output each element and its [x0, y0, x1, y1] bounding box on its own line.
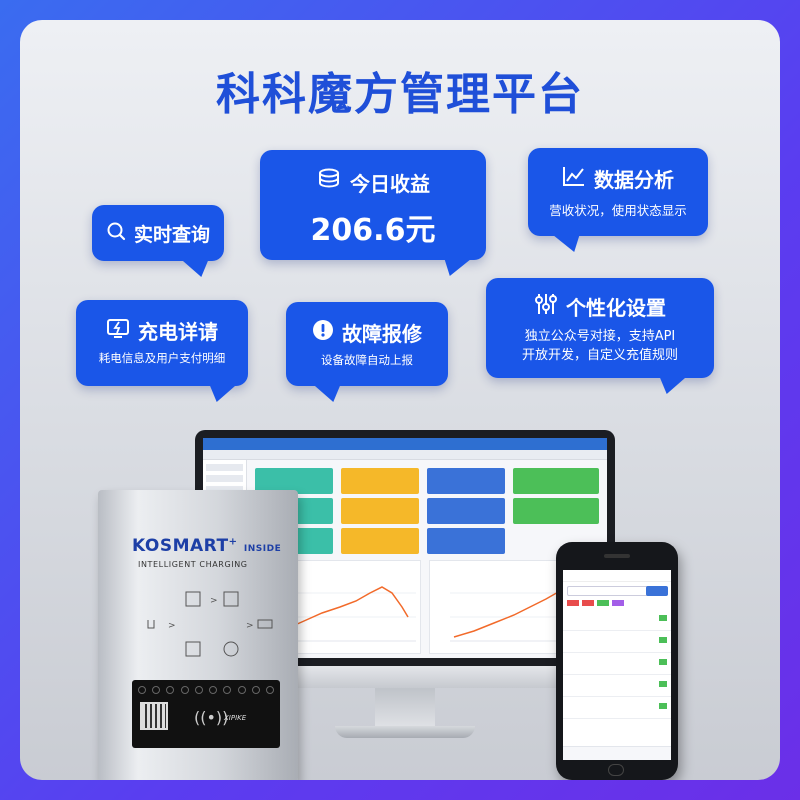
bubble-desc-line1: 独立公众号对接，支持API — [524, 329, 676, 344]
svg-text:>: > — [168, 621, 176, 631]
brand-name: KOSMART — [132, 536, 229, 556]
bubble-custom-settings: 个性化设置 独立公众号对接，支持API 开放开发，自定义充值规则 — [486, 278, 714, 394]
promo-card: 科科魔方管理平台 实时查询 今日收益 206.6元 数据分析 营收状况，使用 — [20, 20, 780, 780]
bubble-desc: 营收状况，使用状态显示 — [549, 203, 687, 218]
brand-suffix: INSIDE — [243, 544, 282, 554]
charging-station-device: KOSMART+ INSIDE INTELLIGENT CHARGING > >… — [98, 490, 298, 780]
list-item[interactable] — [563, 609, 671, 631]
svg-text:>: > — [210, 596, 218, 606]
stat-tile — [513, 498, 599, 524]
bubble-desc: 设备故障自动上报 — [321, 353, 413, 367]
bubble-label: 个性化设置 — [566, 296, 666, 320]
stat-tile — [427, 498, 505, 524]
bubble-label: 充电详请 — [138, 320, 218, 344]
bubble-label: 故障报修 — [342, 322, 422, 346]
home-button[interactable] — [608, 764, 624, 776]
bubble-desc: 耗电信息及用户支付明细 — [98, 351, 226, 365]
bubble-label: 今日收益 — [350, 172, 430, 196]
stat-tile — [513, 468, 599, 494]
mobile-bottom-nav — [563, 746, 671, 760]
bubble-label: 实时查询 — [133, 223, 210, 246]
mobile-header — [563, 570, 671, 582]
stat-tile — [255, 468, 333, 494]
mobile-filter-tabs — [567, 600, 667, 606]
bubble-realtime-query: 实时查询 — [92, 205, 224, 277]
device-subtitle: INTELLIGENT CHARGING — [138, 560, 248, 569]
stat-tile — [341, 528, 419, 554]
qr-code-icon — [140, 702, 168, 730]
svg-text:>: > — [246, 621, 254, 631]
list-item[interactable] — [563, 653, 671, 675]
nfc-icon: ((•)) — [194, 708, 229, 727]
income-value: 206.6元 — [310, 213, 436, 248]
charge-screen-icon — [106, 317, 130, 344]
sliders-icon — [534, 292, 558, 321]
device-logo: XIPIKE — [224, 714, 247, 722]
page-title: 科科魔方管理平台 — [216, 69, 584, 120]
bubble-desc-line2: 开放开发，自定义充值规则 — [521, 348, 678, 363]
bubble-label: 数据分析 — [594, 168, 674, 192]
line-chart-icon — [562, 165, 586, 192]
card-reader-panel: ((•)) XIPIKE — [132, 680, 280, 748]
alert-icon — [312, 319, 334, 346]
mobile-search-input[interactable] — [567, 586, 668, 596]
device-brand: KOSMART+ INSIDE — [132, 536, 282, 556]
stat-tile — [341, 498, 419, 524]
coins-icon — [316, 168, 342, 197]
usage-steps-diagram: > > > — [147, 591, 273, 657]
desktop-monitor — [195, 430, 615, 738]
stat-tile — [427, 528, 505, 554]
list-item[interactable] — [563, 631, 671, 653]
monitor-base — [335, 726, 475, 738]
list-item[interactable] — [563, 697, 671, 719]
stat-tile — [427, 468, 505, 494]
bubble-charge-details: 充电详请 耗电信息及用户支付明细 — [76, 300, 248, 402]
smartphone — [556, 542, 678, 780]
dashboard-tab-bar — [203, 450, 607, 460]
stat-tile — [341, 468, 419, 494]
monitor-stand — [375, 688, 435, 728]
bubble-data-analysis: 数据分析 营收状况，使用状态显示 — [528, 148, 708, 252]
bubble-today-income: 今日收益 206.6元 — [260, 150, 486, 276]
search-icon — [106, 221, 126, 246]
dashboard-header-bar — [203, 438, 607, 450]
bubble-fault-report: 故障报修 设备故障自动上报 — [286, 302, 448, 402]
mobile-app-screen — [563, 570, 671, 760]
list-item[interactable] — [563, 675, 671, 697]
